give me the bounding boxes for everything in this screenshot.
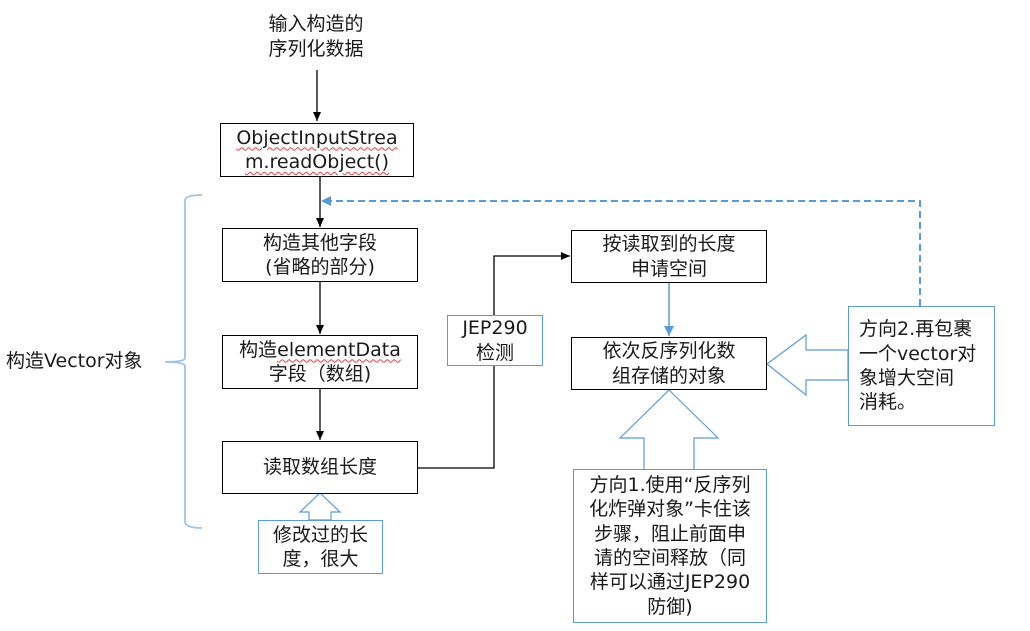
direction2-line3: 象增大空间 xyxy=(859,367,955,389)
input-label-line1: 输入构造的 xyxy=(268,13,364,35)
direction1-line3: 步骤，阻止前面申 xyxy=(593,522,746,545)
up-arrow-direction1 xyxy=(618,389,720,471)
alloc-space-line1: 按读取到的长度 xyxy=(602,233,736,256)
direction1-line1: 方向1.使用“反序列 xyxy=(589,474,751,497)
annotation-direction1: 方向1.使用“反序列 化炸弹对象”卡住该 步骤，阻止前面申 请的空间释放（同 样… xyxy=(573,469,767,623)
deserialize-line2: 组存储的对象 xyxy=(611,364,726,387)
elementdata-prefix: 构造 xyxy=(239,338,278,361)
node-read-length: 读取数组长度 xyxy=(222,441,418,494)
node-other-fields: 构造其他字段 (省略的部分) xyxy=(222,228,418,282)
direction2-line2: 一个vector对 xyxy=(859,342,977,365)
other-fields-line1: 构造其他字段 xyxy=(262,231,377,254)
input-label-line2: 序列化数据 xyxy=(268,37,364,60)
elementdata-line1: 构造elementData xyxy=(239,338,401,362)
node-deserialize-items: 依次反序列化数 组存储的对象 xyxy=(571,337,767,390)
direction1-line5: 样可以通过JEP290 xyxy=(589,571,751,594)
dashed-loop-direction2 xyxy=(321,196,921,306)
input-serialized-data-label: 输入构造的 序列化数据 xyxy=(246,12,386,61)
annotation-modified-length: 修改过的长 度，很大 xyxy=(258,520,383,574)
up-arrow-modified-length xyxy=(298,492,342,521)
node-readobject: ObjectInputStrea m.readObject() xyxy=(220,123,414,177)
modified-length-line2: 度，很大 xyxy=(282,548,359,570)
vector-object-brace xyxy=(164,194,203,529)
modified-length-line1: 修改过的长 xyxy=(272,523,368,546)
node-elementdata: 构造elementData 字段（数组) xyxy=(222,335,418,389)
elementdata-code: elementData xyxy=(277,338,401,361)
direction2-line4: 消耗。 xyxy=(859,391,917,414)
annotation-direction2: 方向2.再包裹 一个vector对 象增大空间 消耗。 xyxy=(848,306,995,426)
deserialize-line1: 依次反序列化数 xyxy=(602,340,736,363)
vector-object-label: 构造Vector对象 xyxy=(6,350,143,372)
left-arrow-direction2 xyxy=(766,333,849,397)
elementdata-line2: 字段（数组) xyxy=(268,363,372,385)
readobject-line1: ObjectInputStrea xyxy=(236,126,398,149)
jep290-line2: 检测 xyxy=(475,341,514,364)
node-alloc-space: 按读取到的长度 申请空间 xyxy=(571,230,767,283)
direction1-line4: 请的空间释放（同 xyxy=(593,547,746,569)
direction2-line1: 方向2.再包裹 xyxy=(859,318,973,341)
annotation-jep290-check: JEP290 检测 xyxy=(447,315,543,366)
readobject-line2: m.readObject() xyxy=(244,151,390,173)
alloc-space-line2: 申请空间 xyxy=(630,257,707,280)
direction1-line6: 防御) xyxy=(647,595,693,618)
other-fields-line2: (省略的部分) xyxy=(265,256,375,278)
read-length-label: 读取数组长度 xyxy=(262,456,377,479)
direction1-line2: 化炸弹对象”卡住该 xyxy=(589,498,751,521)
jep290-line1: JEP290 xyxy=(462,317,528,340)
